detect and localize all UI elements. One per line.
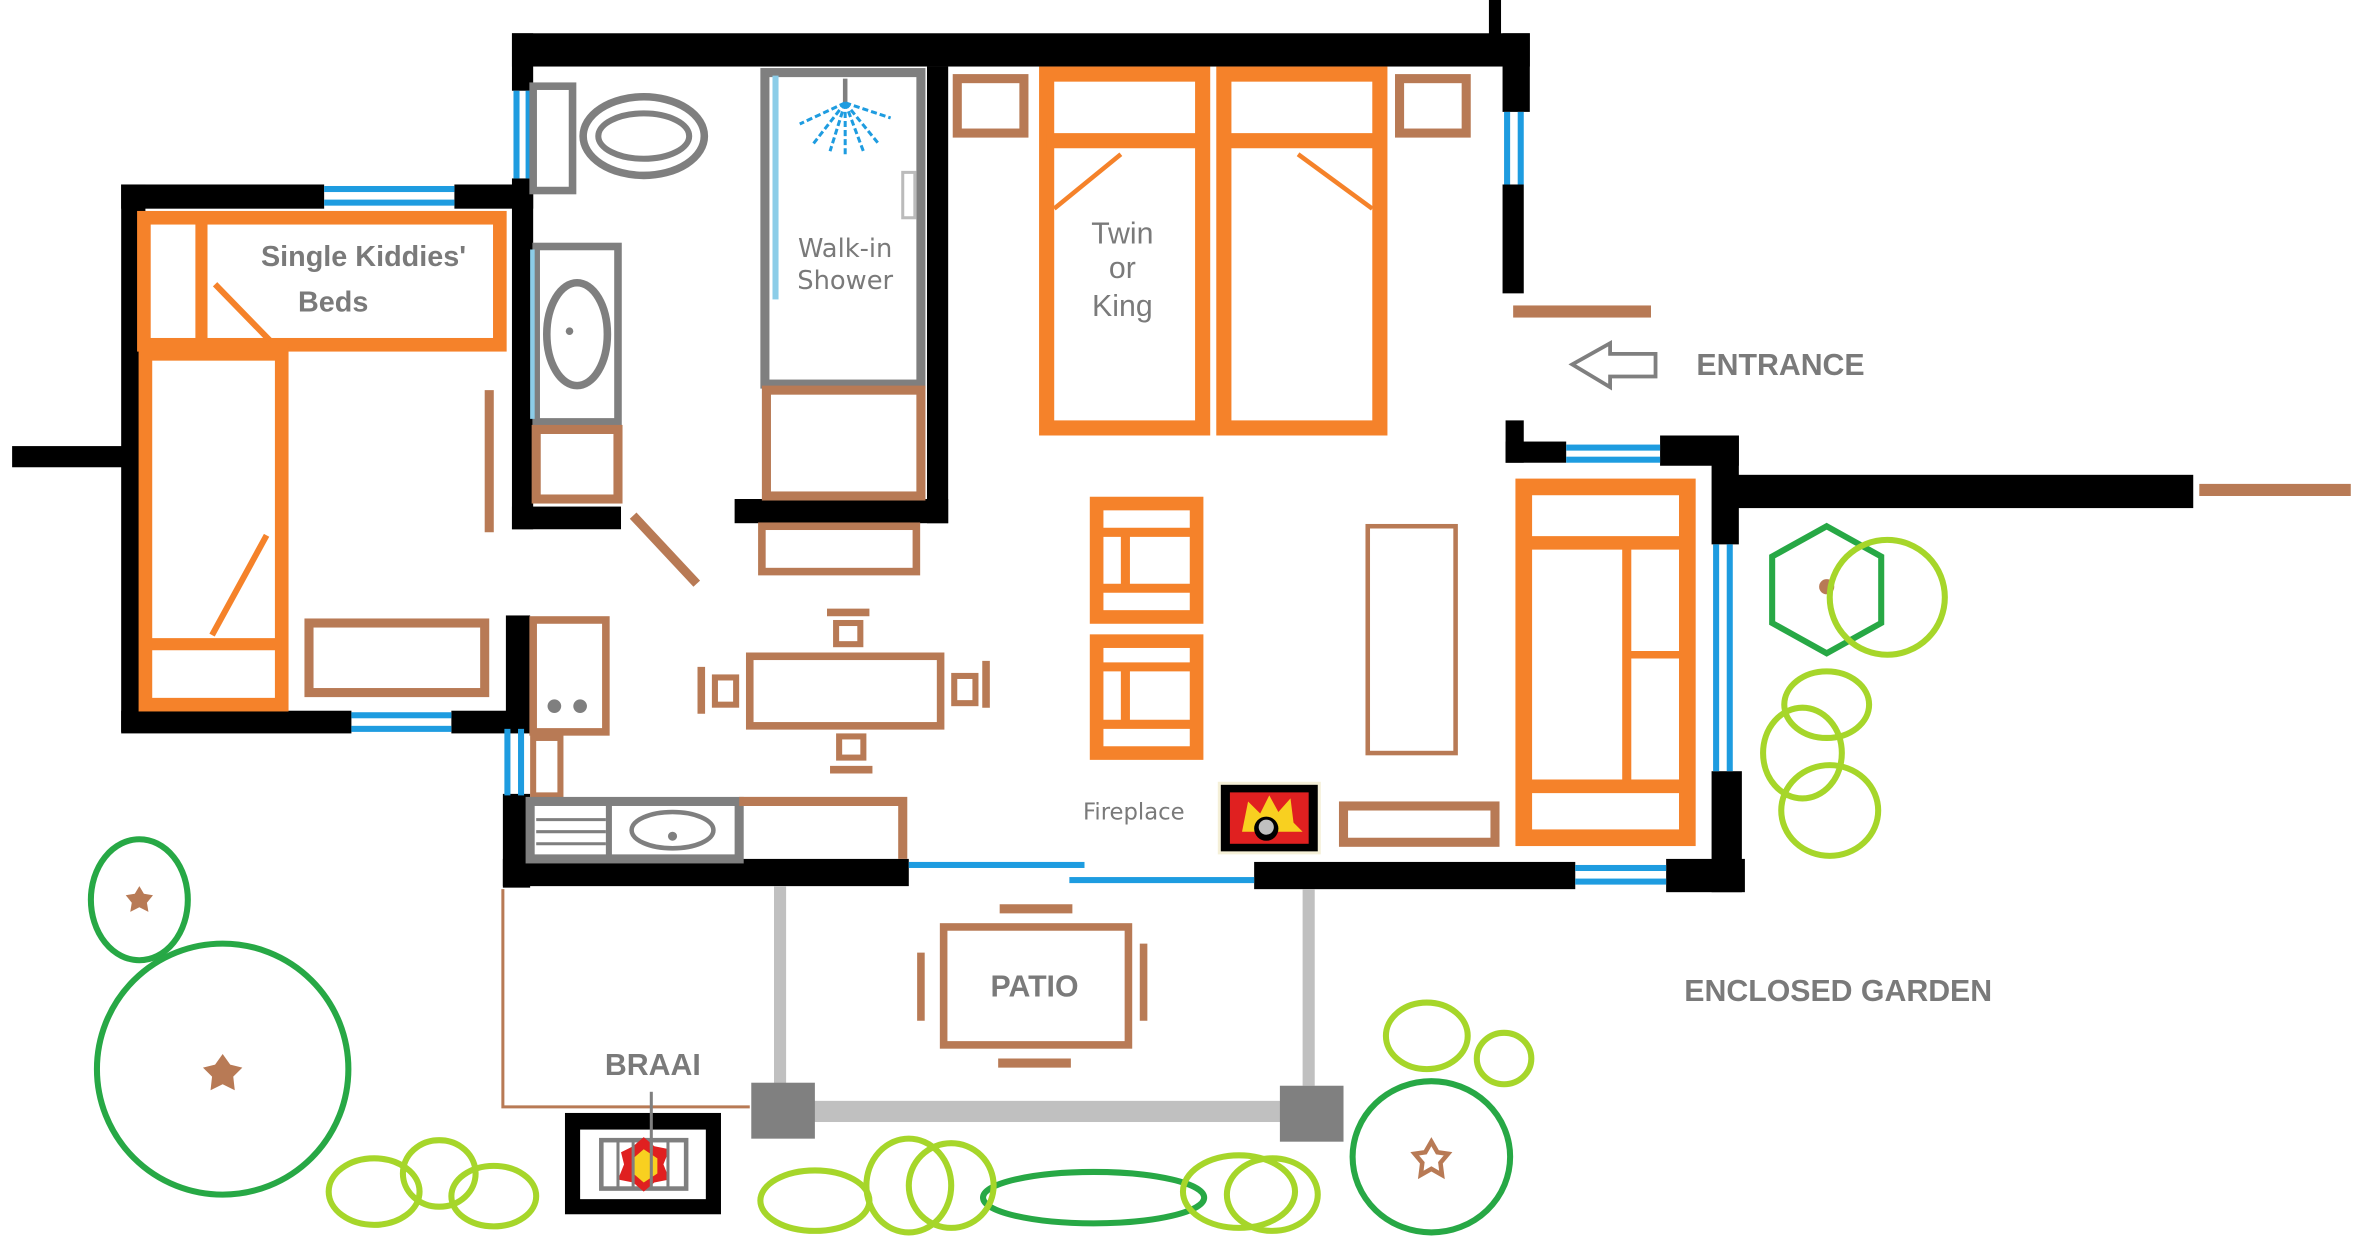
bathroom: Walk-in Shower [529, 68, 926, 587]
pergola-post-right [1279, 1085, 1344, 1142]
garden: ENCLOSED GARDEN [87, 522, 1992, 1236]
coffee-table [1365, 523, 1458, 756]
garden-fence [2199, 483, 2351, 496]
pergola-post-left [751, 1082, 815, 1139]
entrance: ENTRANCE [1513, 305, 1865, 391]
hall-cabinet [758, 522, 921, 576]
patio-label: PATIO [991, 971, 1079, 1004]
fireplace-icon [1217, 781, 1321, 855]
sofa [1515, 478, 1696, 847]
armchair-bottom [1089, 634, 1204, 760]
braai-area-outline [501, 889, 750, 1109]
dining-set [697, 608, 990, 774]
pergola [773, 886, 1315, 1123]
master-bed-label-3: King [1092, 290, 1153, 323]
kids-beds-label-2: Beds [298, 287, 368, 319]
garden-label: ENCLOSED GARDEN [1684, 975, 1992, 1008]
shower-head-icon [799, 78, 892, 156]
kids-desk [304, 618, 490, 698]
shower-cabinet [761, 385, 926, 501]
fireplace-label: Fireplace [1083, 800, 1185, 826]
kitchen [525, 608, 990, 864]
bedside-table-left [952, 74, 1029, 138]
twin-bed-left [1039, 66, 1211, 436]
master-bed-label-2: or [1109, 252, 1136, 285]
windows [324, 90, 1733, 885]
tree-icon [93, 940, 352, 1198]
kids-bed-left [138, 347, 289, 712]
arrow-left-icon [1568, 340, 1658, 391]
kids-bedroom: Single Kiddies' Beds [137, 210, 507, 712]
tv-unit [1338, 801, 1500, 847]
kids-bed-top [137, 210, 507, 352]
shrub-icons [325, 668, 1882, 1236]
toilet-icon [529, 82, 709, 195]
bathroom-cabinet [531, 424, 623, 504]
kids-beds-label-1: Single Kiddies' [261, 241, 466, 273]
main-bedroom: Twin or King [952, 66, 1471, 436]
stove-icon [529, 616, 610, 736]
entrance-label: ENTRANCE [1696, 349, 1864, 382]
patio-table-set [917, 904, 1148, 1068]
basin-icon [530, 242, 622, 426]
braai-icon [564, 1091, 721, 1215]
walk-in-shower [760, 68, 926, 389]
braai-label: BRAAI [605, 1049, 701, 1082]
shower-label-1: Walk-in [798, 234, 892, 264]
kitchen-sink-icon [525, 796, 744, 864]
patio: PATIO BRAAI [501, 886, 1344, 1215]
bedside-table-right [1395, 74, 1471, 138]
kitchen-counter [739, 796, 908, 859]
armchair-top [1089, 496, 1204, 624]
hedge-icon [979, 1168, 1208, 1227]
fridge [530, 734, 564, 799]
shower-label-2: Shower [797, 266, 893, 296]
lounge: Fireplace [1083, 478, 1696, 855]
dining-table [745, 652, 945, 730]
master-bed-label-1: Twin [1091, 217, 1153, 250]
tree-icon [1769, 522, 1948, 658]
bathroom-door [629, 512, 701, 587]
entrance-shelf [1513, 305, 1651, 318]
tree-icon [1349, 1078, 1514, 1236]
tree-icon [87, 836, 191, 964]
twin-bed-right [1216, 66, 1388, 436]
